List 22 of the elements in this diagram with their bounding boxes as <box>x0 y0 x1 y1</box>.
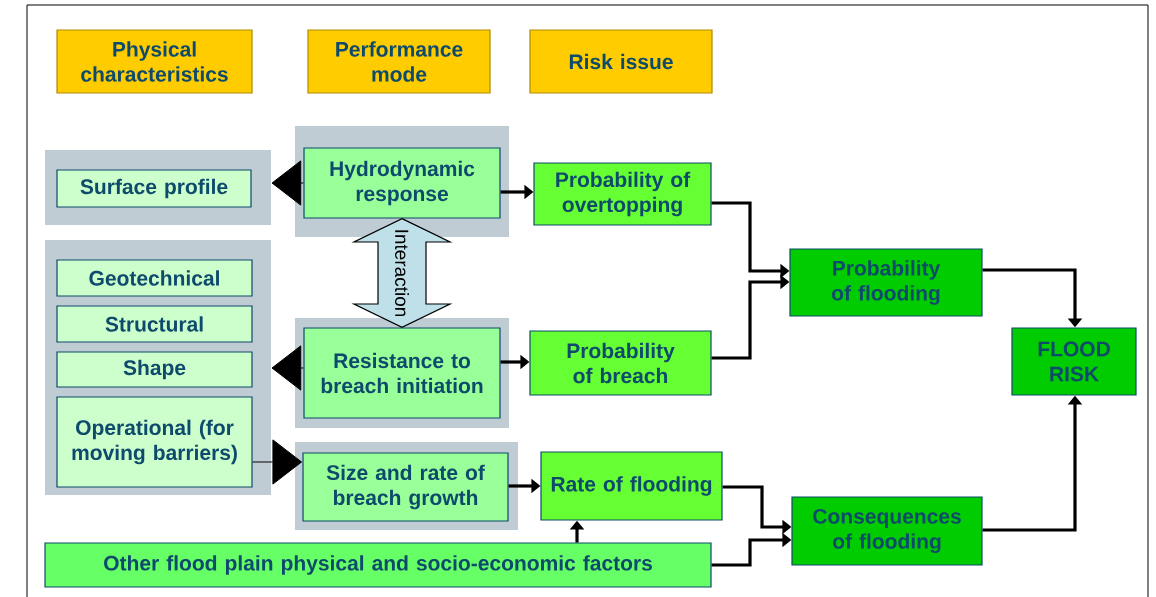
performance-box: Size and rate of breach growth <box>302 452 509 522</box>
characteristic-box: Structural <box>56 305 253 343</box>
risk-box: FLOOD RISK <box>1011 327 1137 396</box>
performance-box: Resistance to breach initiation <box>303 327 501 419</box>
characteristic-box: Surface profile <box>56 169 252 208</box>
edge-label: Interaction <box>395 230 409 317</box>
characteristic-box: Operational (for moving barriers) <box>56 396 253 488</box>
characteristic-box: Shape <box>56 351 253 388</box>
factor-box: Other flood plain physical and socio-economic factors <box>44 542 712 588</box>
risk-box: Probability of flooding <box>789 248 983 317</box>
performance-box: Hydrodynamic response <box>303 147 501 219</box>
arrow <box>252 439 303 485</box>
risk-box: Probability of breach <box>529 330 712 396</box>
header-box: Performance mode <box>307 29 491 94</box>
header-box: Risk issue <box>529 29 713 94</box>
risk-box: Rate of flooding <box>540 451 723 521</box>
header-box: Physical characteristics <box>56 29 253 94</box>
arrow <box>271 345 304 391</box>
characteristic-box: Geotechnical <box>56 259 253 297</box>
risk-box: Probability of overtopping <box>533 162 712 226</box>
arrow <box>271 160 304 206</box>
risk-box: Consequences of flooding <box>791 496 983 566</box>
